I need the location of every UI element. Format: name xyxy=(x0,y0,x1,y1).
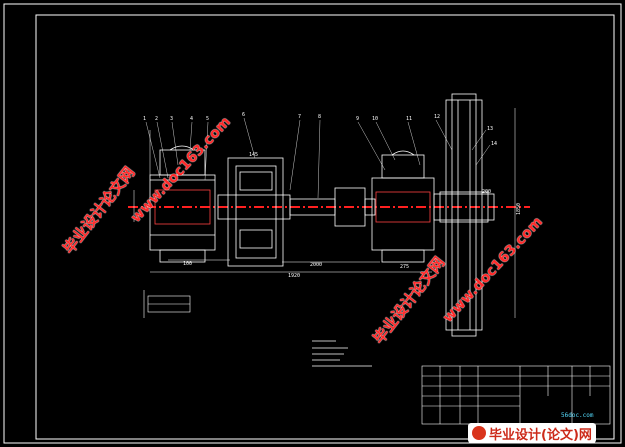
dim-1850: 1850 xyxy=(516,203,522,215)
part-number: 2 xyxy=(155,116,158,122)
left-bearing-housing xyxy=(149,145,216,263)
gearbox xyxy=(217,157,291,267)
part-number: 12 xyxy=(434,114,440,120)
dim-100: 100 xyxy=(183,261,192,267)
outer-frame xyxy=(3,3,622,444)
part-number: 1 xyxy=(143,116,146,122)
part-number: 7 xyxy=(298,114,301,120)
logo-text: 毕业设计(论文)网 xyxy=(489,427,592,443)
part-number: 9 xyxy=(356,116,359,122)
part-number: 3 xyxy=(170,116,173,122)
dim-1920: 1920 xyxy=(288,273,300,279)
site-tag: 56doc.com xyxy=(561,412,594,419)
technical-notes xyxy=(312,340,372,367)
part-number: 10 xyxy=(372,116,378,122)
shaft xyxy=(289,187,376,227)
part-number: 14 xyxy=(491,141,497,147)
inner-frame xyxy=(35,14,615,440)
part-number: 13 xyxy=(487,126,493,132)
logo-icon xyxy=(472,426,486,440)
dim-145: 145 xyxy=(249,152,258,158)
part-number: 8 xyxy=(318,114,321,120)
sheave xyxy=(439,93,489,337)
part-number: 4 xyxy=(190,116,193,122)
dim-275: 275 xyxy=(400,264,409,270)
part-number: 5 xyxy=(206,116,209,122)
detail-view xyxy=(143,290,191,318)
site-logo: 毕业设计(论文)网 xyxy=(468,423,596,443)
part-number: 11 xyxy=(406,116,412,122)
leader-lines xyxy=(145,117,491,199)
part-number: 6 xyxy=(242,112,245,118)
dim-2000: 2000 xyxy=(310,262,322,268)
right-bearing-housing xyxy=(371,150,495,263)
dim-200: 200 xyxy=(482,189,491,195)
